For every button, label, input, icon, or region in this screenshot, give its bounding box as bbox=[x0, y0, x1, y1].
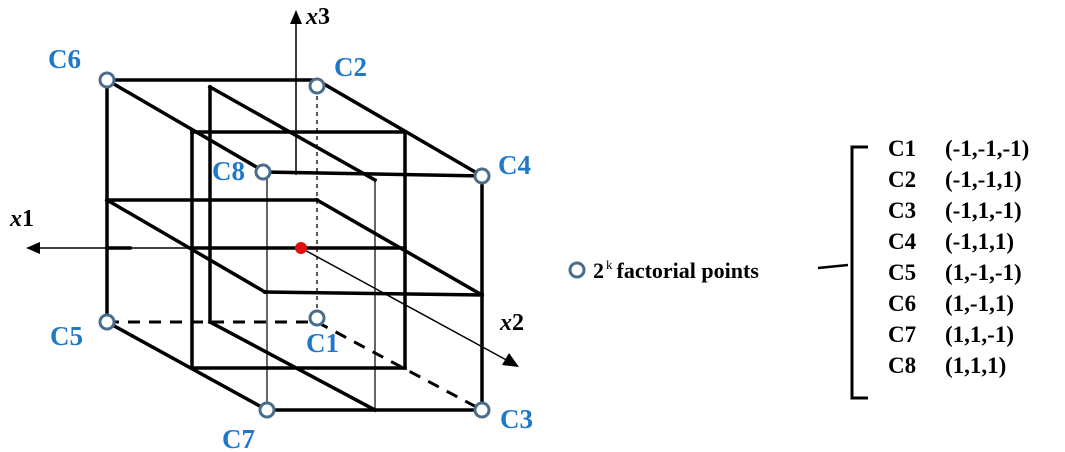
corner-labels: C6 C2 C8 C4 C5 C1 C7 C3 bbox=[48, 44, 533, 452]
label-c7: C7 bbox=[222, 424, 255, 452]
legend-connector bbox=[817, 263, 849, 270]
point-row-c1: C1 (-1,-1,-1) bbox=[888, 136, 1029, 161]
hidden-edge bbox=[316, 320, 483, 412]
point-name: C3 bbox=[888, 198, 916, 223]
edge bbox=[104, 197, 268, 295]
point-name: C8 bbox=[888, 353, 916, 378]
label-c6: C6 bbox=[48, 44, 81, 74]
cube-wireframe bbox=[104, 77, 485, 413]
edge bbox=[104, 319, 270, 413]
edge bbox=[263, 170, 484, 178]
label-c4: C4 bbox=[498, 150, 531, 180]
x1-axis-arrowhead bbox=[26, 242, 40, 254]
bracket bbox=[850, 145, 868, 400]
point-row-c4: C4 (-1,1,1) bbox=[888, 229, 1014, 254]
label-c8: C8 bbox=[212, 156, 245, 186]
edge bbox=[207, 319, 378, 413]
corner-marker-c1 bbox=[308, 309, 326, 327]
point-name: C1 bbox=[888, 136, 916, 161]
point-row-c5: C5 (1,-1,-1) bbox=[888, 260, 1022, 285]
point-coords: (-1,-1,-1) bbox=[945, 136, 1029, 161]
x3-axis-arrowhead bbox=[290, 10, 302, 24]
point-row-c7: C7 (1,1,-1) bbox=[888, 322, 1014, 347]
point-coords: (1,1,1) bbox=[945, 353, 1006, 378]
factorial-points-list: C1 (-1,-1,-1) C2 (-1,-1,1) C3 (-1,1,-1) C4 (-1,… bbox=[888, 136, 1029, 378]
point-name: C6 bbox=[888, 291, 916, 316]
x2-axis-arrowhead bbox=[502, 353, 519, 367]
point-row-c3: C3 (-1,1,-1) bbox=[888, 198, 1022, 223]
x1-axis-label: x1 bbox=[9, 206, 34, 232]
corner-marker-c2 bbox=[308, 77, 326, 95]
edge bbox=[263, 290, 484, 297]
corner-marker-c3 bbox=[473, 401, 491, 419]
point-name: C2 bbox=[888, 167, 916, 192]
center-point bbox=[295, 242, 307, 254]
point-row-c2: C2 (-1,-1,1) bbox=[888, 167, 1022, 192]
point-coords: (1,1,-1) bbox=[945, 322, 1014, 347]
axes bbox=[26, 10, 519, 367]
corner-marker-c8 bbox=[254, 163, 272, 181]
corner-marker-c7 bbox=[258, 401, 276, 419]
corner-marker-c4 bbox=[473, 167, 491, 185]
edge bbox=[314, 77, 485, 179]
point-coords: (-1,1,1) bbox=[945, 229, 1014, 254]
point-coords: (1,-1,-1) bbox=[945, 260, 1022, 285]
point-row-c8: C8 (1,1,1) bbox=[888, 353, 1006, 378]
corner-marker-c6 bbox=[98, 71, 116, 89]
legend-marker-icon bbox=[568, 261, 586, 279]
point-coords: (-1,1,-1) bbox=[945, 198, 1022, 223]
point-coords: (1,-1,1) bbox=[945, 291, 1014, 316]
point-name: C4 bbox=[888, 229, 917, 254]
edge bbox=[104, 77, 268, 175]
point-row-c6: C6 (1,-1,1) bbox=[888, 291, 1014, 316]
label-c3: C3 bbox=[500, 404, 533, 434]
corner-markers bbox=[98, 71, 491, 419]
point-coords: (-1,-1,1) bbox=[945, 167, 1022, 192]
point-name: C7 bbox=[888, 322, 916, 347]
label-c5: C5 bbox=[50, 321, 83, 351]
label-c1: C1 bbox=[306, 328, 339, 358]
x3-axis-label: x3 bbox=[305, 4, 330, 30]
corner-marker-c5 bbox=[98, 313, 116, 331]
point-name: C5 bbox=[888, 260, 916, 285]
x2-axis-label: x2 bbox=[499, 310, 524, 336]
label-c2: C2 bbox=[334, 52, 367, 82]
